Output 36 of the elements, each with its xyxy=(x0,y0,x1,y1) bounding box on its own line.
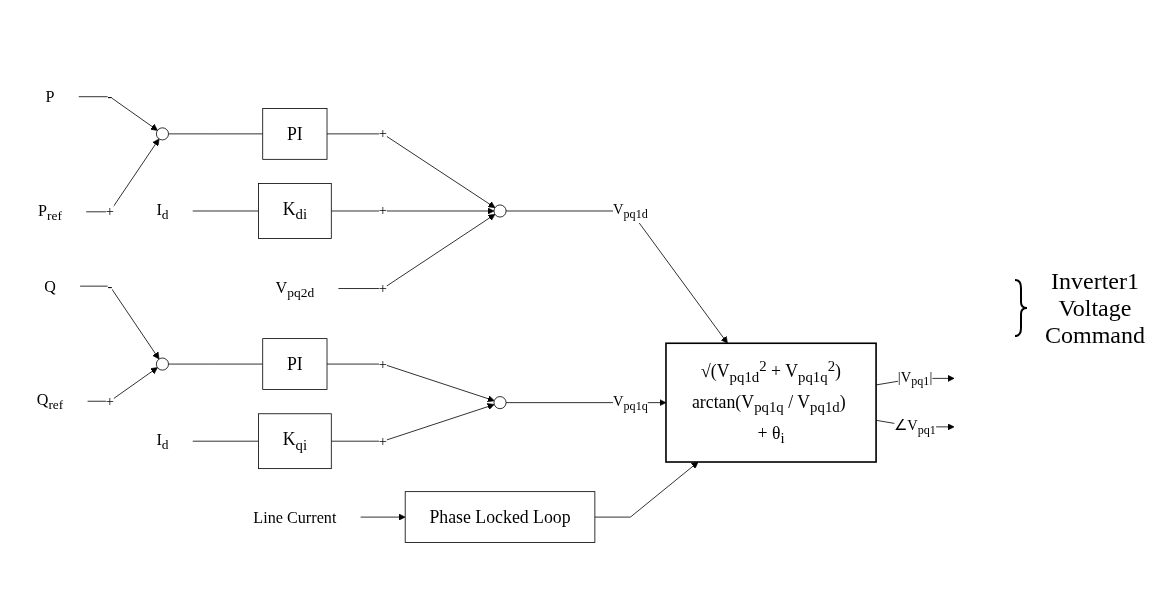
edge-label: + xyxy=(378,280,388,297)
edge-label: + xyxy=(378,433,388,450)
edge-label: |V$_{pq1}$| xyxy=(897,369,933,389)
node-text: Q xyxy=(44,277,56,296)
node-text: Line Current xyxy=(253,508,337,527)
node-text: I$_{d}$ xyxy=(156,431,169,453)
node-text: P xyxy=(45,88,55,107)
node-box: Phase Locked Loop xyxy=(404,491,596,544)
node-circle xyxy=(156,127,169,141)
edge-label: + xyxy=(378,203,388,220)
connector xyxy=(168,133,264,135)
edge-label: + xyxy=(378,125,388,143)
edge-label: ∠V$_{pq1}$ xyxy=(894,417,936,437)
edge-label: + xyxy=(105,393,114,410)
edge-label: V$_{pq1q}$ xyxy=(613,393,648,413)
edge-label: + xyxy=(378,356,388,373)
node-text: Q$_{ref}$ xyxy=(36,391,64,414)
edge-label: + xyxy=(105,203,114,220)
edge-label: - xyxy=(107,88,113,105)
edge-label: - xyxy=(107,278,113,295)
node-box: √(V$_{pq1d}$$^{2}$ + V$_{pq1q}$$^{2}$) arctan(V$_{pq1q}$ / V$_{pq1d}$) + θ$_{i}$ xyxy=(665,342,877,464)
edge-label: V$_{pq1d}$ xyxy=(613,201,648,221)
node-box: PI xyxy=(262,338,328,391)
node-circle xyxy=(493,205,507,218)
connector xyxy=(168,364,264,365)
node-box: K$_{qi}$ xyxy=(258,413,332,470)
node-circle xyxy=(493,396,507,410)
connector xyxy=(192,441,259,443)
node-box: PI xyxy=(262,108,328,161)
node-text: I$_{d}$ xyxy=(156,200,169,223)
node-circle xyxy=(156,358,169,372)
node-text: V$_{pq2d}$ xyxy=(275,278,315,301)
output-note: Inverter1 Voltage Command xyxy=(1044,267,1146,349)
node-box: K$_{di}$ xyxy=(258,183,332,240)
connector xyxy=(192,211,259,212)
node-text: P$_{ref}$ xyxy=(38,201,62,224)
